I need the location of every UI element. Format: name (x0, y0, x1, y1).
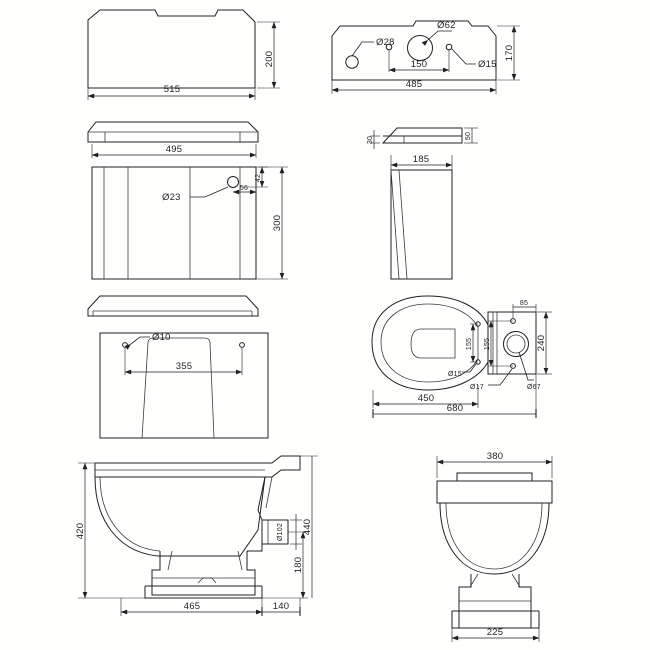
dim-lid-lip: 30 (367, 136, 374, 144)
view-cistern-back-panel: Ø28 Ø62 Ø15 150 170 485 (331, 20, 520, 94)
hole-15-right-icon (445, 43, 453, 51)
label-hole-28: Ø28 (376, 37, 395, 48)
dim-pan-length: 465 (184, 601, 200, 612)
label-hole-62: Ø62 (437, 20, 456, 31)
dim-panel-width: 485 (406, 79, 422, 90)
fixing-hole-left-icon (122, 342, 128, 348)
dim-edge-offset: 85 (520, 300, 528, 307)
hole-28-icon (345, 55, 359, 69)
view-cistern-lid-plan: Ø10 355 (87, 295, 269, 439)
dim-cistern-lid-height: 200 (264, 51, 275, 67)
dim-cistern-height: 300 (272, 215, 283, 231)
hole-23-icon (227, 176, 239, 188)
dim-pan-foot-width: 225 (487, 627, 503, 638)
outlet-hole-inner-icon (506, 334, 526, 354)
view-cistern-side: 30 50 185 (367, 127, 478, 280)
hole-15-left-icon (385, 43, 393, 51)
dim-overall-length: 680 (447, 403, 463, 414)
outlet-hole-icon (503, 331, 529, 357)
dim-bolt-centres-left: 155 (466, 338, 473, 350)
dim-inlet-offset-side: 56 (240, 185, 248, 192)
dim-panel-height: 170 (504, 45, 515, 61)
view-cistern-lid-front: 200 515 (87, 9, 280, 100)
dim-pan-total-height: 440 (302, 519, 313, 535)
view-cistern-front: 495 Ø23 42 56 300 (87, 121, 288, 280)
dim-cistern-depth: 185 (413, 154, 429, 165)
dim-outlet-diameter: Ø102 (277, 523, 284, 541)
view-pan-plan: 155 155 85 240 Ø15 Ø17 Ø67 450 680 (371, 295, 552, 418)
label-hole-15: Ø15 (478, 59, 497, 70)
dim-inlet-offset-top: 42 (255, 174, 262, 182)
dim-outlet-height: 180 (293, 557, 304, 573)
label-outlet-hole: Ø67 (527, 384, 541, 391)
dim-pan-width: 380 (487, 451, 503, 462)
dim-pan-to-seat: 450 (418, 393, 434, 404)
dim-pan-height: 420 (75, 523, 86, 539)
view-pan-side: Ø102 180 420 440 465 140 (75, 455, 318, 616)
label-bolt-hole: Ø17 (470, 384, 484, 391)
hole-62-icon (407, 35, 433, 61)
label-fixing-hole: Ø10 (152, 332, 171, 343)
fixing-hole-right-icon (239, 342, 245, 348)
dim-cistern-lid-width: 515 (164, 84, 180, 95)
label-seat-fixing-hole: Ø15 (448, 371, 462, 378)
dim-cistern-width: 495 (166, 144, 182, 155)
dim-lid-thickness: 50 (465, 132, 472, 140)
dim-outlet-projection: 140 (273, 601, 289, 612)
dim-hole-spacing: 150 (411, 59, 427, 70)
label-hole-23: Ø23 (162, 192, 181, 203)
view-pan-front: 380 225 (436, 451, 553, 642)
dim-bolt-centres-right: 155 (484, 338, 491, 350)
dim-pan-back-width: 240 (536, 335, 547, 351)
dim-fixing-centres: 355 (176, 361, 192, 372)
